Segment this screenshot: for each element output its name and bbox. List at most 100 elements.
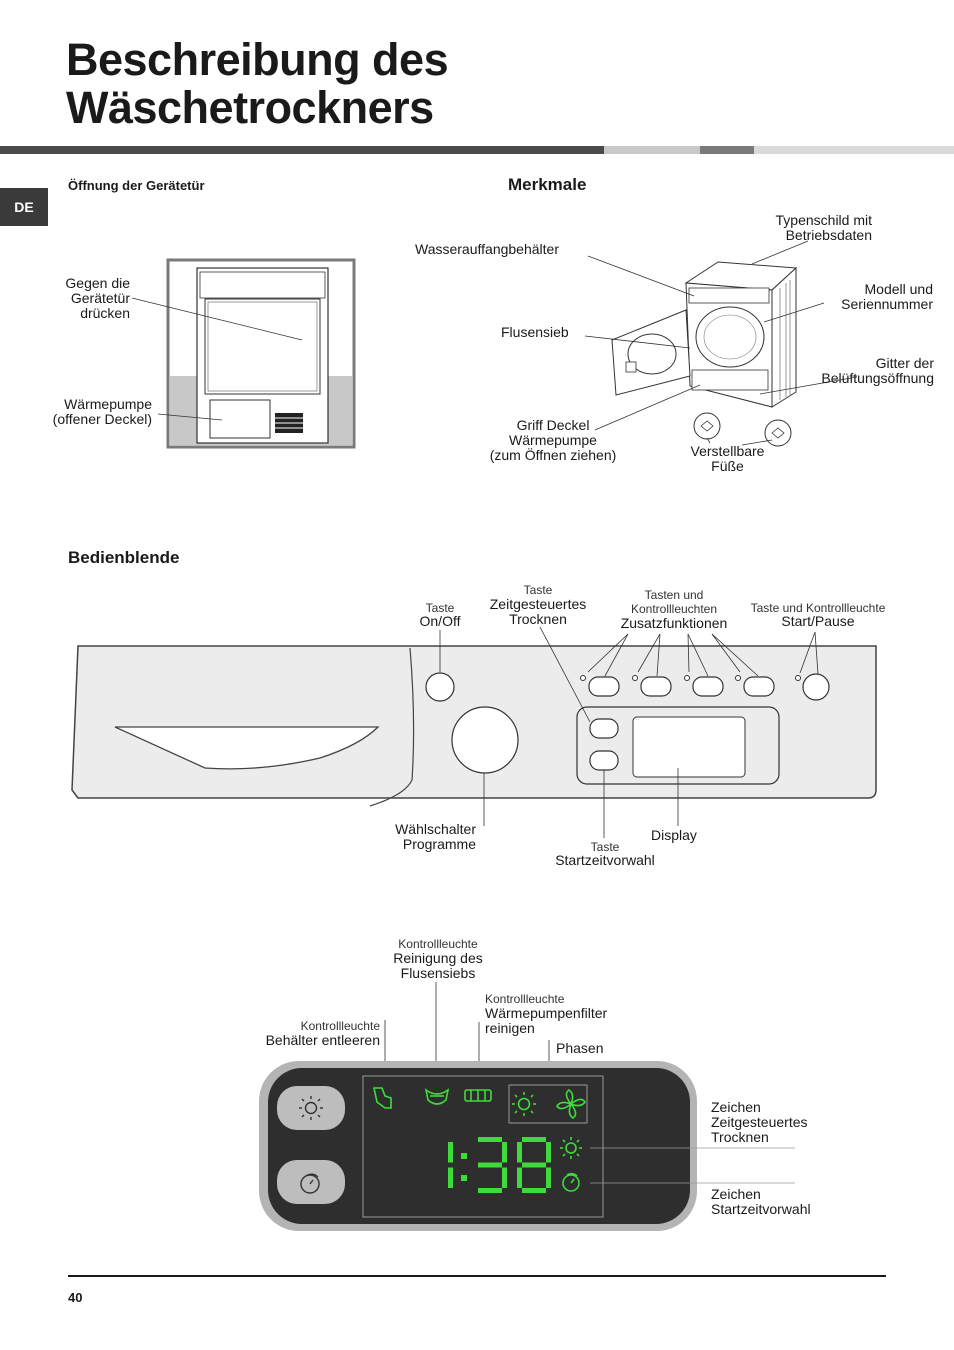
timed-drying-button[interactable] <box>589 718 619 739</box>
features-heading: Merkmale <box>508 175 587 194</box>
page-title: Beschreibung des Wäschetrockners <box>66 34 449 133</box>
label-handle-cover-line3: (zum Öffnen ziehen) <box>489 447 617 463</box>
label-heat-pump-line2: (offener Deckel) <box>52 411 152 427</box>
digit-segment <box>522 1162 546 1168</box>
onoff-small-label: Taste <box>425 601 455 615</box>
footer-rule <box>68 1275 886 1277</box>
empty-tank-small-label: Kontrollleuchte <box>300 1019 380 1033</box>
page-title-line2: Wäschetrockners <box>66 82 434 133</box>
label-adjustable-feet: Verstellbare Füße <box>680 444 775 474</box>
digit-segment <box>502 1142 507 1163</box>
door-heading: Öffnung der Gerätetür <box>68 178 205 193</box>
timed-drying-display-button[interactable] <box>277 1086 345 1130</box>
label-heat-pump-line1: Wärmepumpe <box>64 396 152 412</box>
label-model-serial: Modell und Seriennummer <box>800 282 933 312</box>
delay-sign-line2: Startzeitvorwahl <box>711 1201 811 1217</box>
options-small-line2: Kontrollleuchten <box>630 602 718 616</box>
label-vent-grille-line1: Gitter der <box>875 355 934 371</box>
label-rating-plate: Typenschild mit Betriebsdaten <box>740 213 872 243</box>
page-title-line1: Beschreibung des <box>66 34 449 85</box>
hp-filter-label: Wärmepumpenfilter reinigen <box>485 1006 607 1036</box>
digit-segment <box>448 1167 453 1188</box>
timed-sign-line2: Zeitgesteuertes <box>711 1114 808 1130</box>
digit-segment <box>517 1142 522 1163</box>
label-vent-grille-line2: Belüftungsöffnung <box>821 370 934 386</box>
delay-label: Startzeitvorwahl <box>555 852 655 868</box>
option-button-4[interactable] <box>743 676 775 697</box>
delay-sign-line1: Zeichen <box>711 1186 761 1202</box>
options-label: Zusatzfunktionen <box>620 615 728 631</box>
label-adjustable-feet-line1: Verstellbare <box>690 443 765 459</box>
onoff-button[interactable] <box>425 672 455 702</box>
header-rule-light-2 <box>754 146 954 154</box>
colon-dot <box>461 1175 467 1181</box>
label-heat-pump: Wärmepumpe (offener Deckel) <box>30 397 152 427</box>
digit-segment <box>448 1142 453 1163</box>
delay-small-label: Taste <box>590 840 620 854</box>
digit-segment <box>522 1188 546 1193</box>
selector-label-line1: Wählschalter <box>395 821 476 837</box>
timed-label-line2: Trocknen <box>509 611 567 627</box>
start-small-label: Taste und Kontrollleuchte <box>750 601 886 615</box>
label-press-door: Gegen die Gerätetür drücken <box>40 276 130 321</box>
header-rule-mid <box>700 146 754 154</box>
label-handle-cover: Griff Deckel Wärmepumpe (zum Öffnen zieh… <box>478 418 628 463</box>
hp-filter-line1: Wärmepumpenfilter <box>485 1005 608 1021</box>
start-pause-button[interactable] <box>802 673 830 701</box>
label-model-serial-line1: Modell und <box>864 281 934 297</box>
header-rule-light <box>604 146 700 154</box>
hp-filter-small-label: Kontrollleuchte <box>485 992 565 1006</box>
selector-label: Wählschalter Programme <box>350 822 476 852</box>
label-press-door-line3: drücken <box>80 305 130 321</box>
digit-segment <box>522 1137 546 1142</box>
timed-sign-label: Zeichen Zeitgesteuertes Trocknen <box>711 1100 808 1145</box>
program-selector-knob[interactable] <box>451 706 519 774</box>
digit-segment <box>478 1137 502 1142</box>
timed-label: Zeitgesteuertes Trocknen <box>472 597 604 627</box>
timed-label-line1: Zeitgesteuertes <box>489 596 587 612</box>
label-adjustable-feet-line2: Füße <box>711 458 744 474</box>
option-button-2[interactable] <box>640 676 672 697</box>
label-vent-grille: Gitter der Belüftungsöffnung <box>790 356 934 386</box>
hp-filter-line2: reinigen <box>485 1020 535 1036</box>
label-water-tank: Wasserauffangbehälter <box>415 241 559 257</box>
control-panel-heading: Bedienblende <box>68 548 180 567</box>
label-model-serial-line2: Seriennummer <box>841 296 933 312</box>
label-handle-cover-line1: Griff Deckel <box>516 417 590 433</box>
digit-segment <box>546 1167 551 1188</box>
time-readout-digits <box>448 1137 551 1193</box>
options-small-label: Tasten und Kontrollleuchten <box>614 588 734 616</box>
label-press-door-line2: Gerätetür <box>70 290 130 306</box>
digit-segment <box>478 1162 502 1168</box>
phases-label: Phasen <box>556 1040 604 1056</box>
digit-segment <box>546 1142 551 1163</box>
label-rating-plate-line2: Betriebsdaten <box>785 227 872 243</box>
option-button-3[interactable] <box>692 676 724 697</box>
timed-sign-line3: Trocknen <box>711 1129 769 1145</box>
display-label: Display <box>651 827 697 843</box>
selector-label-line2: Programme <box>402 836 476 852</box>
colon-dot <box>461 1153 467 1159</box>
delay-sign-label: Zeichen Startzeitvorwahl <box>711 1187 811 1217</box>
timed-small-label: Taste <box>523 583 553 597</box>
digit-segment <box>478 1188 502 1193</box>
onoff-label: On/Off <box>419 613 461 629</box>
options-small-line1: Tasten und <box>644 588 704 602</box>
digit-segment <box>517 1167 522 1188</box>
label-rating-plate-line1: Typenschild mit <box>775 212 872 228</box>
clean-filter-line1: Reinigung des <box>393 950 483 966</box>
timed-sign-line1: Zeichen <box>711 1099 761 1115</box>
label-handle-cover-line2: Wärmepumpe <box>509 432 597 448</box>
start-label: Start/Pause <box>781 613 855 629</box>
language-tab: DE <box>0 188 48 226</box>
clean-filter-label: Reinigung des Flusensiebs <box>368 951 508 981</box>
digit-segment <box>502 1167 507 1188</box>
header-rule-dark <box>0 146 604 154</box>
empty-tank-label: Behälter entleeren <box>265 1032 380 1048</box>
option-button-1[interactable] <box>588 676 620 697</box>
label-lint-filter: Flusensieb <box>501 324 569 340</box>
